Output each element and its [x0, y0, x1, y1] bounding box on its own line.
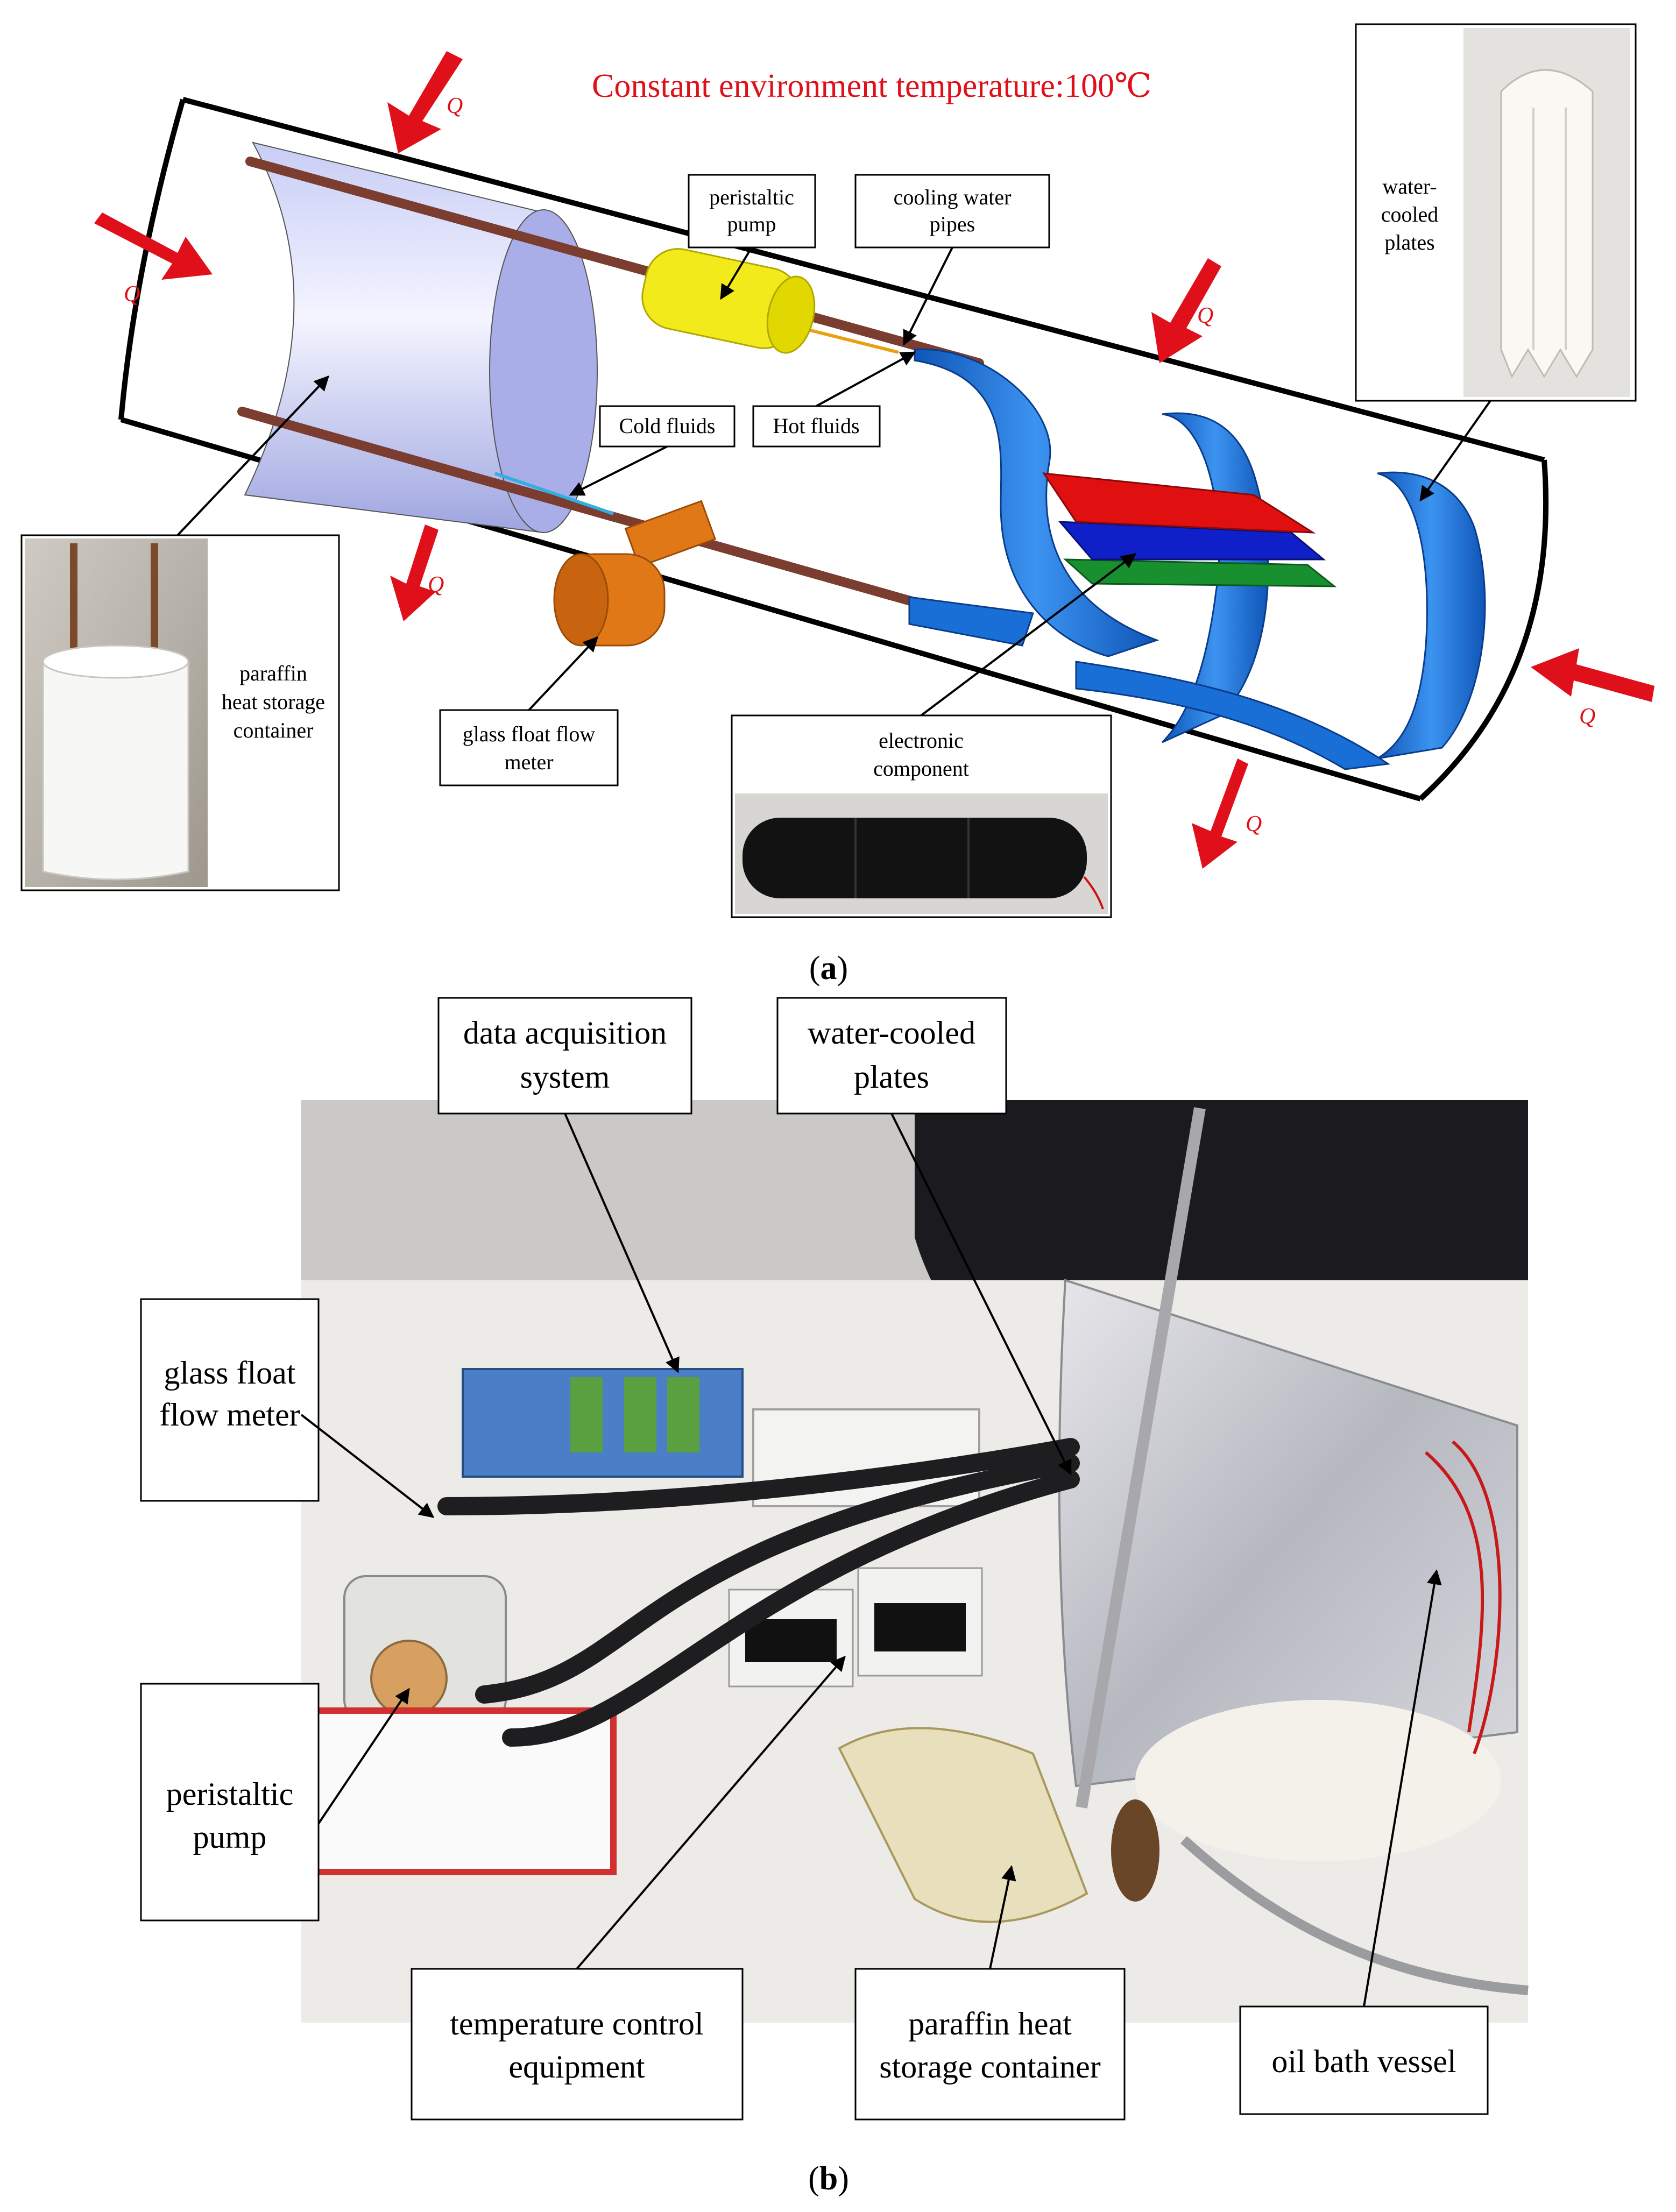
callout-flow-meter-b: glass float flow meter [140, 1298, 435, 1518]
label-line: data acquisition [463, 1015, 667, 1051]
heat-flux-labels: Q Q Q Q Q Q [124, 94, 1595, 836]
callout-paraffin-container-b: paraffin heat storage container [854, 1865, 1126, 2121]
paraffin-container-model [244, 141, 598, 534]
heat-label: Q [1579, 704, 1595, 729]
label-line: paraffin [239, 661, 307, 685]
caption-paren: ) [837, 950, 848, 987]
callout-cooling-water-pipes: cooling water pipes [854, 174, 1050, 346]
label-line: peristaltic [166, 1776, 294, 1812]
caption-paren: ) [838, 2160, 849, 2197]
label-text: oil bath vessel [1271, 2044, 1456, 2079]
label-line: electronic [879, 728, 964, 753]
environment-temperature-title: Constant environment temperature:100℃ [592, 68, 1151, 104]
label-line: peristaltic [709, 185, 794, 209]
label-line: heat storage [222, 690, 325, 714]
callout-water-cooled-plates: water- cooled plates [1355, 23, 1637, 502]
caption-paren: ( [809, 950, 821, 987]
caption-letter: a [821, 950, 837, 987]
pipes [237, 157, 984, 610]
label-line: component [873, 756, 969, 781]
caption-paren: ( [808, 2160, 819, 2197]
label-line: glass float [164, 1355, 296, 1391]
label-line: cooling water [894, 185, 1012, 209]
heat-label: Q [1246, 812, 1262, 836]
label-line: pipes [930, 212, 975, 236]
callout-data-acquisition: data acquisition system [437, 997, 692, 1373]
label-text: Cold fluids [619, 414, 716, 438]
callout-water-cooled-plates-b: water-cooled plates [776, 997, 1072, 1476]
heat-flux-arrows [94, 51, 1654, 869]
callout-temperature-control: temperature control equipment [411, 1655, 846, 2121]
label-line: water-cooled [808, 1015, 975, 1051]
callout-oil-bath: oil bath vessel [1239, 1569, 1489, 2115]
label-line: equipment [508, 2049, 645, 2085]
label-text: Hot fluids [773, 414, 859, 438]
callout-flow-meter: glass float flow meter [439, 636, 619, 786]
label-line: storage container [879, 2049, 1100, 2085]
heat-label: Q [1197, 303, 1213, 328]
panel-b: data acquisition system water-cooled pla… [140, 997, 1529, 2197]
heat-label: Q [124, 282, 140, 307]
label-line: meter [504, 750, 553, 774]
heat-label: Q [428, 572, 444, 597]
panel-a: Constant environment temperature:100℃ [20, 23, 1654, 987]
callout-peristaltic-pump: peristaltic pump [688, 174, 816, 300]
experimental-setup-photo [301, 1100, 1529, 2023]
label-line: temperature control [450, 2006, 703, 2041]
caption-letter: b [819, 2160, 838, 2197]
caption-b: (b) [808, 2160, 849, 2197]
callout-hot-fluids: Hot fluids [752, 351, 916, 448]
label-line: pump [193, 1819, 267, 1855]
label-line: water- [1382, 174, 1437, 198]
caption-a: (a) [809, 950, 848, 987]
flow-meter-model [553, 500, 717, 647]
callout-peristaltic-pump-b: peristaltic pump [140, 1683, 410, 1922]
callout-cold-fluids: Cold fluids [569, 405, 736, 496]
callout-paraffin-container: paraffin heat storage container [20, 375, 340, 891]
heat-label: Q [447, 94, 463, 118]
label-line: container [234, 718, 314, 742]
label-line: paraffin heat [908, 2006, 1072, 2041]
label-line: system [520, 1059, 610, 1095]
label-line: plates [1384, 230, 1434, 254]
label-line: glass float flow [463, 722, 596, 746]
label-line: flow meter [159, 1397, 300, 1433]
label-line: pump [727, 212, 776, 236]
label-line: cooled [1381, 202, 1439, 226]
callout-electronic-component: electronic component [731, 553, 1137, 918]
electronic-component-model [1042, 472, 1337, 587]
label-line: plates [854, 1059, 929, 1095]
